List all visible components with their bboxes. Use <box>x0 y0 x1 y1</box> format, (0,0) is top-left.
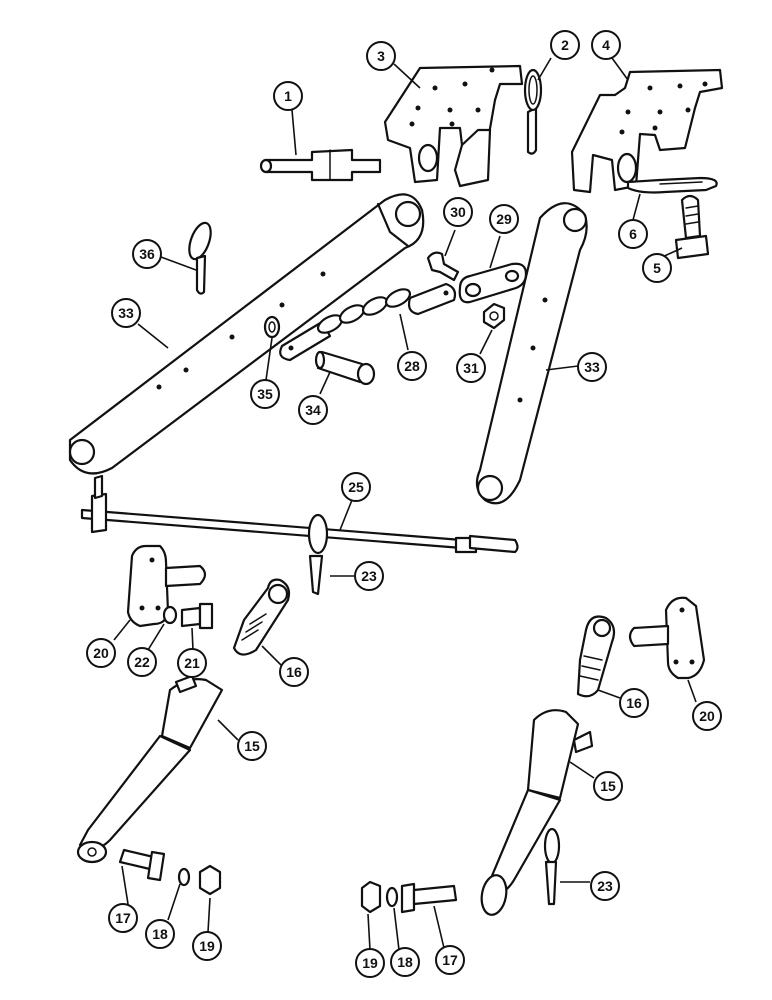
svg-text:34: 34 <box>305 402 321 418</box>
linch-pin-23-upper <box>307 513 329 596</box>
callout-18-left: 18 <box>145 919 175 949</box>
callout-5: 5 <box>642 253 672 283</box>
linch-pin-23-lower <box>543 827 561 906</box>
nut-19-right <box>360 880 382 914</box>
bracket-4 <box>570 68 724 194</box>
callout-22: 22 <box>127 647 157 677</box>
lift-rod-15-right <box>480 709 594 916</box>
callout-21: 21 <box>177 648 207 678</box>
pin-17-left <box>118 848 166 882</box>
svg-text:6: 6 <box>629 226 637 242</box>
nut-31 <box>482 302 506 330</box>
callout-16-right: 16 <box>619 688 649 718</box>
callout-33-left: 33 <box>111 298 141 328</box>
callout-6: 6 <box>618 219 648 249</box>
bolt-5 <box>674 194 710 260</box>
svg-text:19: 19 <box>199 938 215 954</box>
svg-text:33: 33 <box>584 359 600 375</box>
svg-text:23: 23 <box>597 878 613 894</box>
callout-15-left: 15 <box>237 731 267 761</box>
svg-text:17: 17 <box>442 952 458 968</box>
svg-text:20: 20 <box>699 708 715 724</box>
callout-30: 30 <box>443 197 473 227</box>
callout-19-left: 19 <box>192 931 222 961</box>
callout-28: 28 <box>397 351 427 381</box>
svg-text:31: 31 <box>463 360 479 376</box>
callout-16-left: 16 <box>279 657 309 687</box>
callout-4: 4 <box>591 30 621 60</box>
callout-35: 35 <box>250 379 280 409</box>
svg-text:33: 33 <box>118 305 134 321</box>
svg-text:29: 29 <box>496 211 512 227</box>
washer-22 <box>162 605 178 625</box>
svg-text:18: 18 <box>397 954 413 970</box>
lift-rod-15-left <box>76 674 224 864</box>
chain-28 <box>279 282 457 362</box>
svg-text:28: 28 <box>404 358 420 374</box>
svg-text:23: 23 <box>361 568 377 584</box>
washer-18-right <box>385 886 399 908</box>
callout-19-right: 19 <box>355 948 385 978</box>
callout-20-left: 20 <box>86 638 116 668</box>
svg-text:18: 18 <box>152 926 168 942</box>
linch-pin-36 <box>188 221 212 295</box>
rod-end-16-left <box>232 578 291 656</box>
callout-34: 34 <box>298 395 328 425</box>
svg-text:20: 20 <box>93 645 109 661</box>
svg-text:4: 4 <box>602 37 610 53</box>
stabilizer-bar-25 <box>80 474 519 554</box>
bolt-30 <box>426 251 460 282</box>
svg-text:19: 19 <box>362 955 378 971</box>
svg-text:35: 35 <box>257 386 273 402</box>
bracket-20-right <box>628 596 706 680</box>
washer-18-left <box>177 867 191 887</box>
plate-29 <box>458 262 528 304</box>
svg-text:1: 1 <box>284 88 292 104</box>
callout-31: 31 <box>456 353 486 383</box>
svg-text:2: 2 <box>561 37 569 53</box>
callout-25: 25 <box>341 472 371 502</box>
callout-23-upper: 23 <box>354 561 384 591</box>
clip-6 <box>626 176 718 194</box>
pin-17-right <box>400 882 458 914</box>
nut-19-left <box>198 864 222 896</box>
svg-text:15: 15 <box>244 738 260 754</box>
leader-lines <box>113 57 697 951</box>
svg-text:5: 5 <box>653 260 661 276</box>
svg-text:3: 3 <box>377 48 385 64</box>
svg-text:22: 22 <box>134 654 150 670</box>
bracket-3 <box>383 64 524 188</box>
svg-text:16: 16 <box>626 695 642 711</box>
lower-link-right-33 <box>475 202 588 505</box>
callout-17-right: 17 <box>435 945 465 975</box>
svg-text:36: 36 <box>139 246 155 262</box>
callout-1: 1 <box>273 81 303 111</box>
svg-text:15: 15 <box>600 778 616 794</box>
callout-3: 3 <box>366 41 396 71</box>
callout-36: 36 <box>132 239 162 269</box>
linch-pin-2 <box>523 68 543 155</box>
callout-17-left: 17 <box>108 903 138 933</box>
callout-33-right: 33 <box>577 352 607 382</box>
callout-15-right: 15 <box>593 771 623 801</box>
svg-text:17: 17 <box>115 910 131 926</box>
lower-link-left-33 <box>68 193 425 475</box>
pin-34 <box>314 350 376 386</box>
rod-end-16-right <box>576 615 616 698</box>
svg-text:16: 16 <box>286 664 302 680</box>
svg-text:25: 25 <box>348 479 364 495</box>
bolt-21 <box>180 602 214 630</box>
washer-35 <box>263 315 281 339</box>
pin-1 <box>259 148 382 182</box>
callout-20-right: 20 <box>692 701 722 731</box>
callout-23-lower: 23 <box>590 871 620 901</box>
callout-29: 29 <box>489 204 519 234</box>
callout-2: 2 <box>550 30 580 60</box>
svg-text:30: 30 <box>450 204 466 220</box>
callout-18-right: 18 <box>390 947 420 977</box>
svg-text:21: 21 <box>184 655 200 671</box>
